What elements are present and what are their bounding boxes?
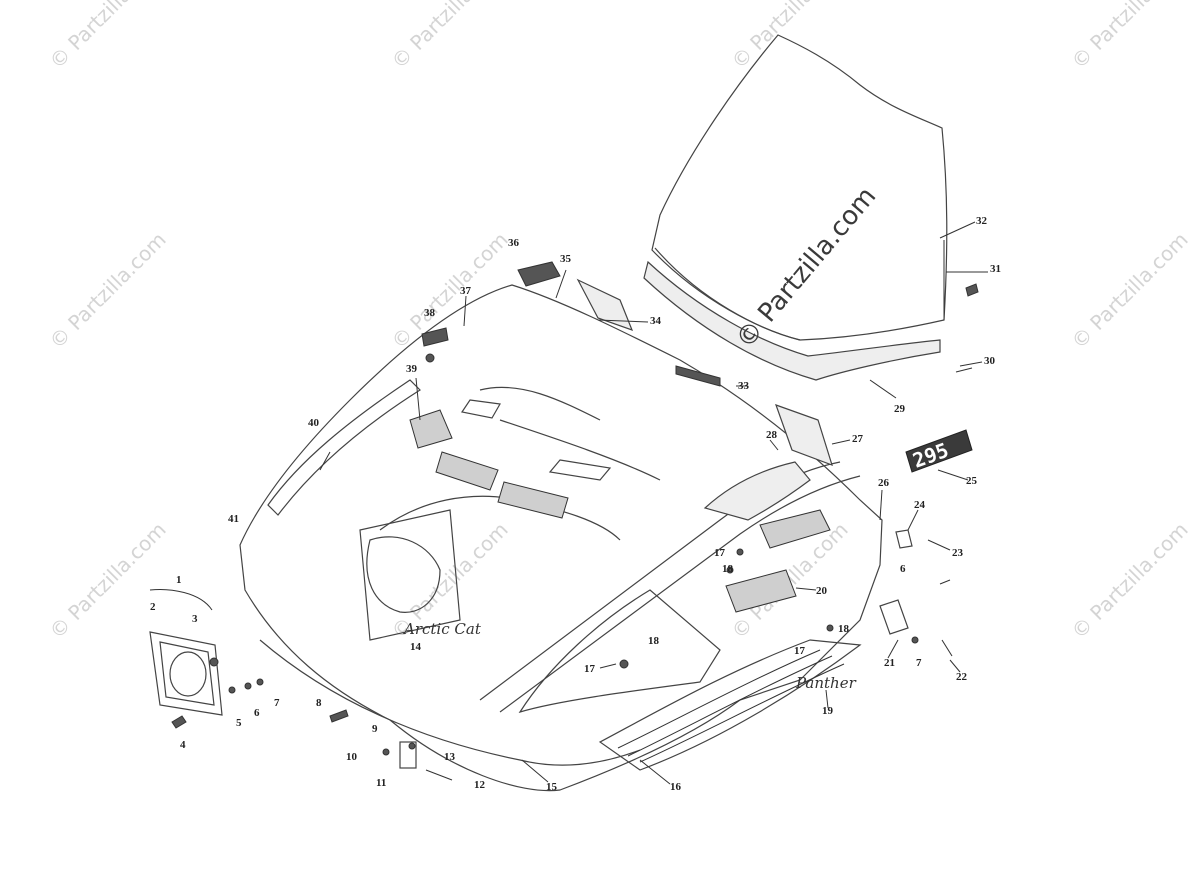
callout-31: 31 xyxy=(990,263,1001,275)
callout-7: 7 xyxy=(916,657,922,669)
emblem-plate: 295 xyxy=(905,429,973,473)
callout-6: 6 xyxy=(254,707,260,719)
plate-text: 295 xyxy=(910,438,952,473)
decal-27 xyxy=(775,404,833,466)
watermark: © Partzilla.com xyxy=(1067,0,1193,74)
callout-17: 17 xyxy=(584,663,596,675)
callout-15: 15 xyxy=(546,781,558,793)
callout-2: 2 xyxy=(150,601,156,613)
watermark: © Partzilla.com xyxy=(387,0,513,74)
front-apron xyxy=(259,639,641,766)
callout-11: 11 xyxy=(376,777,386,789)
callout-28: 28 xyxy=(766,429,778,441)
hood-vents xyxy=(409,409,569,519)
callout-20: 20 xyxy=(816,585,828,597)
hood-body xyxy=(239,284,883,792)
callout-12: 12 xyxy=(474,779,486,791)
decal-34 xyxy=(576,278,634,332)
watermark: © Partzilla.com xyxy=(45,227,171,353)
callout-38: 38 xyxy=(424,307,436,319)
windshield xyxy=(643,34,948,381)
watermark: © Partzilla.com xyxy=(1067,227,1193,353)
callout-41: 41 xyxy=(228,513,239,525)
callout-32: 32 xyxy=(976,215,988,227)
watermark: © Partzilla.com xyxy=(387,227,513,353)
callout-30: 30 xyxy=(984,355,996,367)
callout-6: 6 xyxy=(900,563,906,575)
callout-36: 36 xyxy=(508,237,520,249)
script-emblem-right: Panther xyxy=(795,674,857,692)
callout-34: 34 xyxy=(650,315,662,327)
hardware xyxy=(171,283,979,781)
callout-3: 3 xyxy=(192,613,198,625)
callout-35: 35 xyxy=(560,253,572,265)
hood-strip-33 xyxy=(675,365,721,387)
callout-18: 18 xyxy=(838,623,850,635)
callout-33: 33 xyxy=(738,380,750,392)
callout-21: 21 xyxy=(884,657,895,669)
callout-10: 10 xyxy=(346,751,358,763)
callout-24: 24 xyxy=(914,499,926,511)
callout-7: 7 xyxy=(274,697,280,709)
callout-26: 26 xyxy=(878,477,890,489)
watermark: © Partzilla.com xyxy=(727,0,853,74)
cap-36 xyxy=(517,261,561,287)
callout-18: 18 xyxy=(722,563,734,575)
callout-13: 13 xyxy=(444,751,456,763)
callout-40: 40 xyxy=(308,417,320,429)
upper-side-grille xyxy=(759,509,831,549)
callout-labels: 1 2 3 4 5 6 7 8 9 10 11 12 13 14 15 16 1… xyxy=(150,215,1001,793)
callout-23: 23 xyxy=(952,547,964,559)
side-trim xyxy=(267,379,421,516)
callout-37: 37 xyxy=(460,285,472,297)
callout-16: 16 xyxy=(670,781,682,793)
leader-lines xyxy=(319,221,988,785)
callout-14: 14 xyxy=(410,641,422,653)
callout-22: 22 xyxy=(956,671,968,683)
callout-19: 19 xyxy=(822,705,834,717)
callout-18: 18 xyxy=(648,635,660,647)
callout-25: 25 xyxy=(966,475,978,487)
callout-39: 39 xyxy=(406,363,418,375)
watermark-large: © Partzilla.com xyxy=(730,182,882,355)
callout-8: 8 xyxy=(316,697,322,709)
callout-29: 29 xyxy=(894,403,906,415)
watermark: © Partzilla.com xyxy=(1067,517,1193,643)
callout-1: 1 xyxy=(176,574,182,586)
headlight-assembly xyxy=(149,631,223,716)
callout-5: 5 xyxy=(236,717,242,729)
callout-27: 27 xyxy=(852,433,864,445)
callout-17: 17 xyxy=(794,645,806,657)
lower-side-grille xyxy=(725,569,797,613)
script-emblem-left: Arctic Cat xyxy=(402,620,482,638)
lower-grille xyxy=(598,639,862,771)
callout-9: 9 xyxy=(372,723,378,735)
bracket-1 xyxy=(149,589,213,611)
watermark: © Partzilla.com xyxy=(45,517,171,643)
callout-4: 4 xyxy=(180,739,186,751)
callout-17: 17 xyxy=(714,547,726,559)
watermark: © Partzilla.com xyxy=(45,0,171,74)
